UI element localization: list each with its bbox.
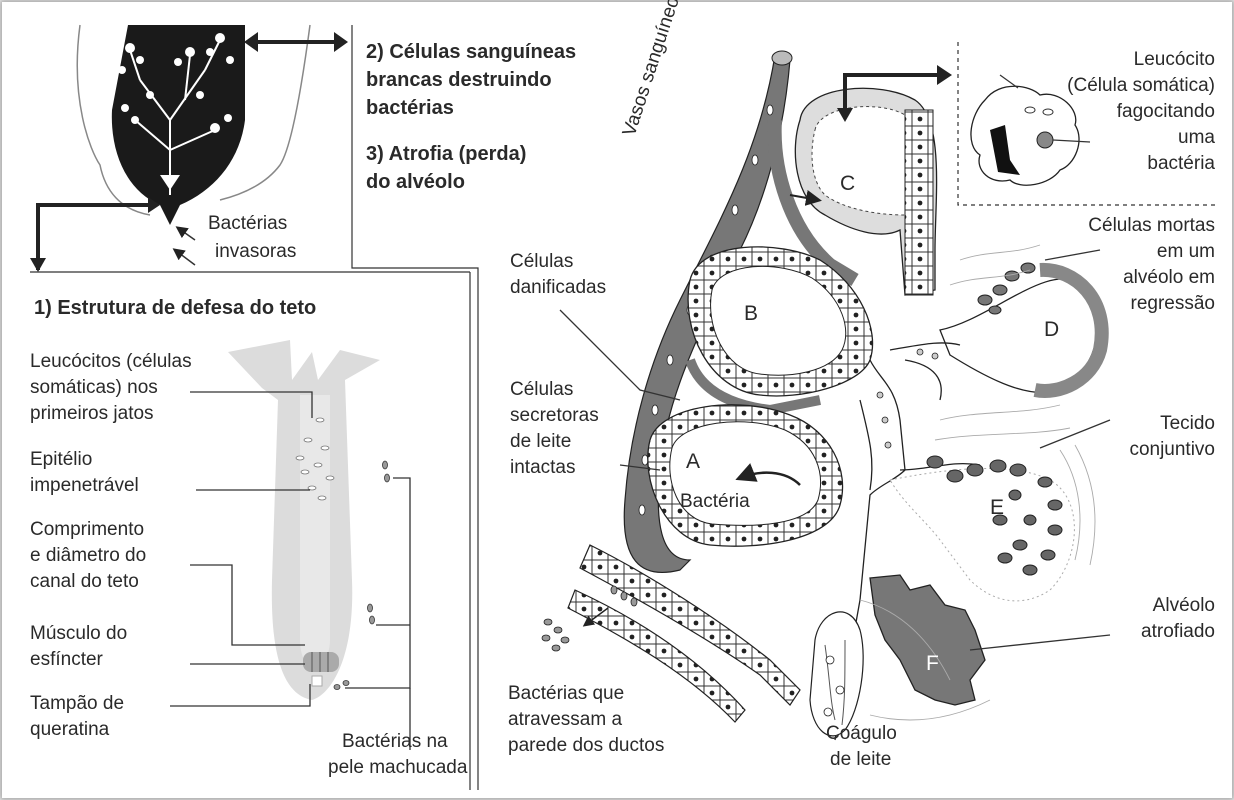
label-canal-1: Comprimento [30,518,144,542]
label-epithelium-1: Epitélio [30,448,92,472]
label-clot-2: de leite [830,748,891,772]
heading-step3-line1: 3) Atrofia (perda) [366,142,526,166]
label-epithelium-2: impenetrável [30,474,139,498]
label-duct-bacteria-2: atravessam a [508,708,622,732]
label-bacterium: Bactéria [680,490,750,514]
label-damaged-1: Células [510,250,573,274]
letter-b: B [744,302,758,326]
letter-d: D [1044,318,1059,342]
label-secretory-2: secretoras [510,404,599,428]
label-canal-2: e diâmetro do [30,544,146,568]
letter-c: C [840,172,855,196]
label-bruised-1: Bactérias na [342,730,448,754]
label-clot-1: Coágulo [826,722,897,746]
label-leukocytes-1: Leucócitos (células [30,350,192,374]
label-dead-cells-4: regressão [1040,292,1215,316]
heading-step1: 1) Estrutura de defesa do teto [34,296,316,320]
teat-cross-section [170,340,410,750]
label-phagocyte-4: uma [1040,126,1215,150]
label-connective-2: conjuntivo [1040,438,1215,462]
label-atrophied-1: Alvéolo [1040,594,1215,618]
letter-a: A [686,450,700,474]
label-atrophied-2: atrofiado [1040,620,1215,644]
label-secretory-3: de leite [510,430,571,454]
label-phagocyte-1: Leucócito [1040,48,1215,72]
heading-step3-line2: do alvéolo [366,170,465,194]
heading-step2-line3: bactérias [366,96,454,120]
label-leukocytes-3: primeiros jatos [30,402,154,426]
letter-e: E [990,496,1004,520]
label-duct-bacteria-3: parede dos ductos [508,734,664,758]
label-phagocyte-5: bactéria [1040,152,1215,176]
label-phagocyte-2: (Célula somática) [1040,74,1215,98]
label-duct-bacteria-1: Bactérias que [508,682,624,706]
label-keratin-2: queratina [30,718,109,742]
letter-f: F [926,652,939,676]
label-damaged-2: danificadas [510,276,606,300]
label-sphincter-2: esfíncter [30,648,103,672]
alveolus-e [890,468,1074,600]
label-invaders-2: invasoras [215,240,296,264]
label-invaders-1: Bactérias [208,212,287,236]
label-secretory-4: intactas [510,456,575,480]
label-phagocyte-3: fagocitando [1040,100,1215,124]
label-leukocytes-2: somáticas) nos [30,376,158,400]
label-dead-cells-2: em um [1040,240,1215,264]
heading-step2-line2: brancas destruindo [366,68,552,92]
label-dead-cells-1: Células mortas [1040,214,1215,238]
udder-panel [30,25,348,272]
milk-clot [810,612,863,736]
label-dead-cells-3: alvéolo em [1040,266,1215,290]
label-canal-3: canal do teto [30,570,139,594]
label-connective-1: Tecido [1040,412,1215,436]
label-keratin-1: Tampão de [30,692,124,716]
label-sphincter-1: Músculo do [30,622,127,646]
alveolus-f [870,575,985,705]
label-bruised-2: pele machucada [328,756,467,780]
heading-step2-line1: 2) Células sanguíneas [366,40,576,64]
label-secretory-1: Células [510,378,573,402]
